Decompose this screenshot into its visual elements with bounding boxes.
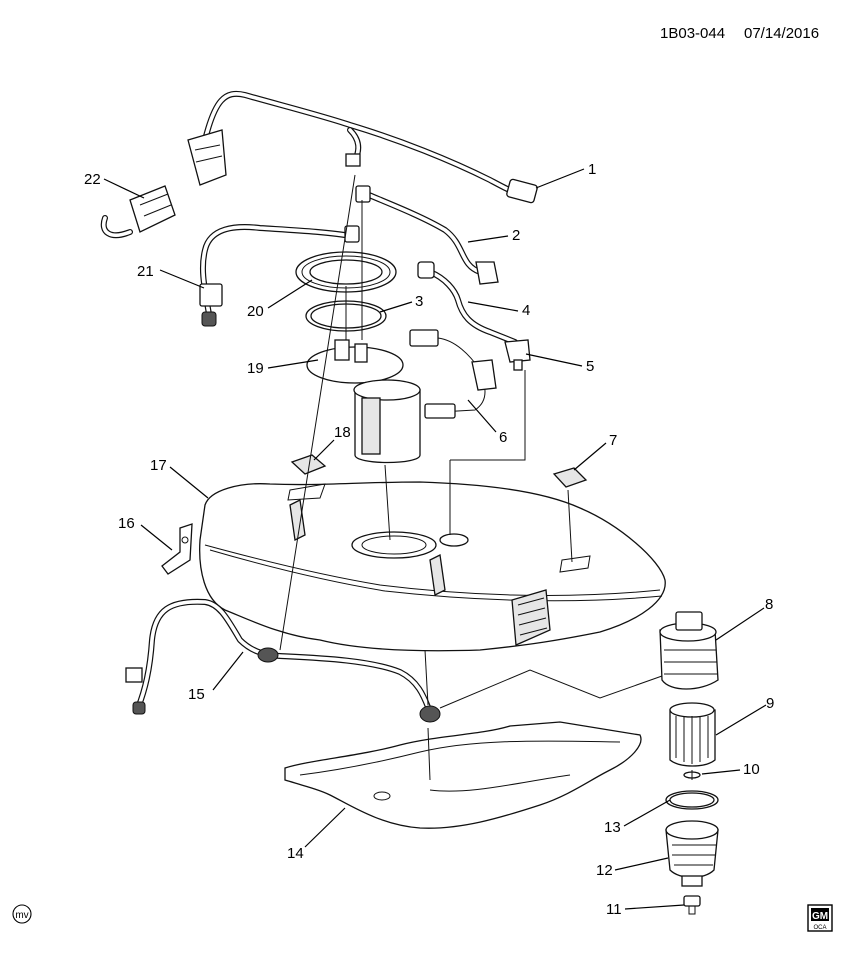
gm-logo-subtext: OCA (813, 925, 826, 931)
callout-15: 15 (188, 686, 205, 703)
callout-4: 4 (522, 302, 530, 319)
callout-19: 19 (247, 360, 264, 377)
fuel-pump-module (306, 339, 421, 464)
wiring-harness (187, 90, 538, 204)
gm-logo: GM OCA (807, 904, 833, 932)
assembly-guide-lines (279, 174, 693, 781)
sensor-part-5 (504, 339, 531, 371)
filter-cartridge (669, 702, 716, 767)
diagram-code: 1B03-044 (660, 25, 725, 42)
callout-22: 22 (84, 171, 101, 188)
callout-20: 20 (247, 303, 264, 320)
callout-10: 10 (743, 761, 760, 778)
callout-13: 13 (604, 819, 621, 836)
bracket-part-16 (161, 523, 193, 575)
callout-5: 5 (586, 358, 594, 375)
callout-11: 11 (606, 901, 622, 918)
callout-leaders (103, 168, 767, 910)
heat-shield (284, 721, 642, 829)
callout-9: 9 (766, 695, 774, 712)
vapor-pipe (417, 261, 518, 345)
gm-logo-text: GM (812, 911, 828, 922)
callout-6: 6 (499, 429, 507, 446)
pipe-part-21 (199, 224, 360, 327)
callout-14: 14 (287, 845, 304, 862)
filter-housing (659, 611, 719, 690)
callout-16: 16 (118, 515, 135, 532)
callout-12: 12 (596, 862, 613, 879)
callout-17: 17 (150, 457, 167, 474)
callout-7: 7 (609, 432, 617, 449)
sender-harness (409, 329, 497, 419)
callout-18: 18 (334, 424, 351, 441)
callout-numbers: 1 2 3 4 5 6 7 8 9 10 11 12 13 14 15 16 1… (84, 161, 774, 918)
callout-2: 2 (512, 227, 520, 244)
connector-part-22 (100, 185, 176, 239)
fuel-feed-pipe (355, 185, 499, 285)
callout-1: 1 (588, 161, 596, 178)
diagram-date: 07/14/2016 (744, 25, 819, 42)
callout-21: 21 (137, 263, 154, 280)
drain-plug-part-11 (683, 895, 701, 915)
fuel-tank (199, 481, 666, 652)
seal-part-13 (665, 790, 719, 810)
callout-8: 8 (765, 596, 773, 613)
fuel-line-part-15 (125, 598, 441, 723)
corner-mark: mv (12, 904, 32, 924)
callout-3: 3 (415, 293, 423, 310)
filter-bowl (665, 820, 719, 887)
lock-ring (295, 251, 397, 293)
pad-part-18 (290, 454, 327, 475)
pad-part-7 (552, 467, 588, 488)
corner-mark-text: mv (15, 910, 28, 921)
